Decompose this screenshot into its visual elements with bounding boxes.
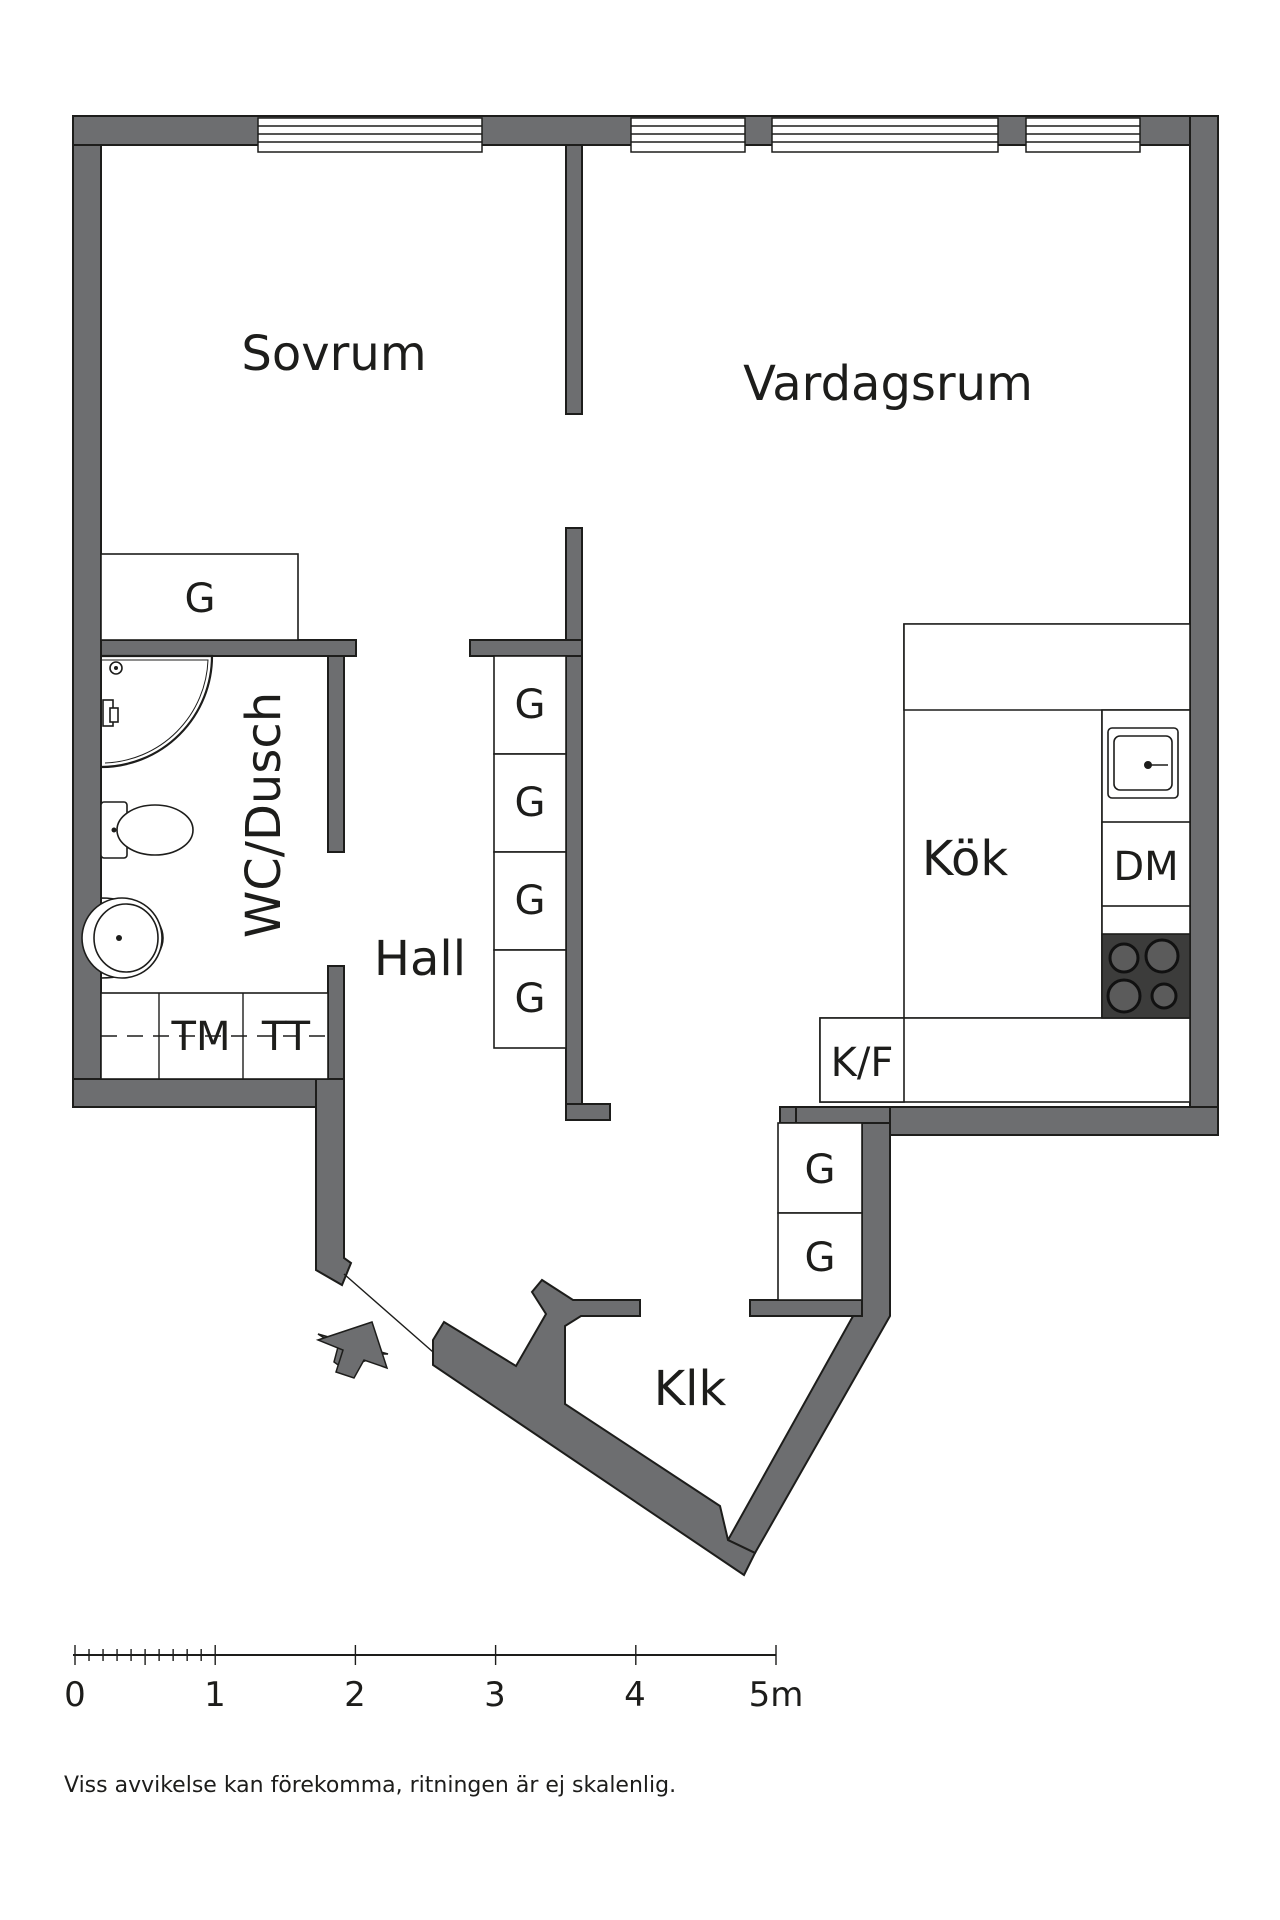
wall-southeast bbox=[889, 1106, 1219, 1136]
wardrobe-label: G bbox=[515, 682, 546, 728]
wall-wardrobe-top bbox=[469, 639, 583, 657]
scale-bar: 0 1 2 3 4 5m bbox=[64, 1645, 803, 1715]
shower-icon bbox=[100, 654, 214, 769]
wall-hall-living bbox=[565, 527, 583, 1108]
room-label-kok: Kök bbox=[922, 831, 1008, 887]
dryer-label: TT bbox=[261, 1014, 311, 1060]
wardrobe-label: G bbox=[805, 1235, 836, 1281]
entrance-door bbox=[343, 1273, 434, 1353]
scale-minor-ticks bbox=[74, 1645, 777, 1665]
wardrobe-label: G bbox=[805, 1147, 836, 1193]
scale-label-4: 4 bbox=[624, 1675, 646, 1715]
room-label-sovrum: Sovrum bbox=[241, 326, 426, 382]
window-living-3 bbox=[1025, 117, 1141, 153]
wardrobe-label: G bbox=[515, 976, 546, 1022]
wardrobe-label: G bbox=[185, 576, 216, 622]
window-living-2 bbox=[771, 117, 999, 153]
wall-closet-right bbox=[749, 1299, 863, 1317]
window-bedroom bbox=[257, 117, 483, 153]
wall-hall-living-foot bbox=[565, 1103, 611, 1121]
stove-icon bbox=[1101, 933, 1191, 1019]
scale-label-3: 3 bbox=[484, 1675, 506, 1715]
washer-label: TM bbox=[171, 1014, 231, 1060]
room-label-klk: Klk bbox=[654, 1361, 727, 1417]
entrance-arrow-icon bbox=[315, 1321, 389, 1379]
hall-wardrobes: G G G G bbox=[493, 655, 567, 1049]
dishwasher-label: DM bbox=[1113, 844, 1178, 890]
wardrobe-label: G bbox=[515, 780, 546, 826]
window-living-1 bbox=[630, 117, 746, 153]
wall-bath-east-lower bbox=[327, 965, 345, 1080]
toilet-icon bbox=[100, 801, 194, 859]
room-label-hall: Hall bbox=[374, 931, 466, 987]
wall-bath-east-upper bbox=[327, 655, 345, 853]
scale-label-1: 1 bbox=[204, 1675, 226, 1715]
scale-label-2: 2 bbox=[344, 1675, 366, 1715]
washbasin-icon bbox=[81, 897, 164, 979]
fridge bbox=[819, 1017, 905, 1103]
wall-kitchen-closet-side bbox=[779, 1106, 797, 1124]
wall-southwest bbox=[72, 1078, 345, 1108]
wall-entrance-right bbox=[432, 1278, 757, 1577]
dishwasher bbox=[1101, 821, 1191, 907]
kitchen: DM K/F bbox=[819, 623, 1191, 1103]
windows bbox=[257, 117, 1141, 153]
bathroom: TM TT bbox=[81, 654, 329, 1080]
wardrobe-label: G bbox=[515, 878, 546, 924]
room-label-wc: WC/Dusch bbox=[236, 692, 292, 938]
interior-walls bbox=[100, 144, 891, 1124]
sink-icon bbox=[1107, 727, 1179, 799]
wall-east bbox=[1189, 115, 1219, 1136]
footnote: Viss avvikelse kan förekomma, ritningen … bbox=[64, 1773, 676, 1798]
fridge-label: K/F bbox=[831, 1040, 894, 1086]
wall-entrance-left bbox=[315, 1078, 353, 1287]
room-label-vardagsrum: Vardagsrum bbox=[743, 356, 1033, 412]
kitchen-counter-peninsula bbox=[903, 623, 1191, 711]
scale-label-5m: 5m bbox=[749, 1675, 804, 1715]
scale-label-0: 0 bbox=[64, 1675, 86, 1715]
closet-wardrobes: G G bbox=[777, 1122, 863, 1301]
bedroom-wardrobe: G bbox=[100, 553, 299, 641]
wall-bath-top bbox=[100, 639, 357, 657]
wall-bedroom-living-upper bbox=[565, 144, 583, 415]
